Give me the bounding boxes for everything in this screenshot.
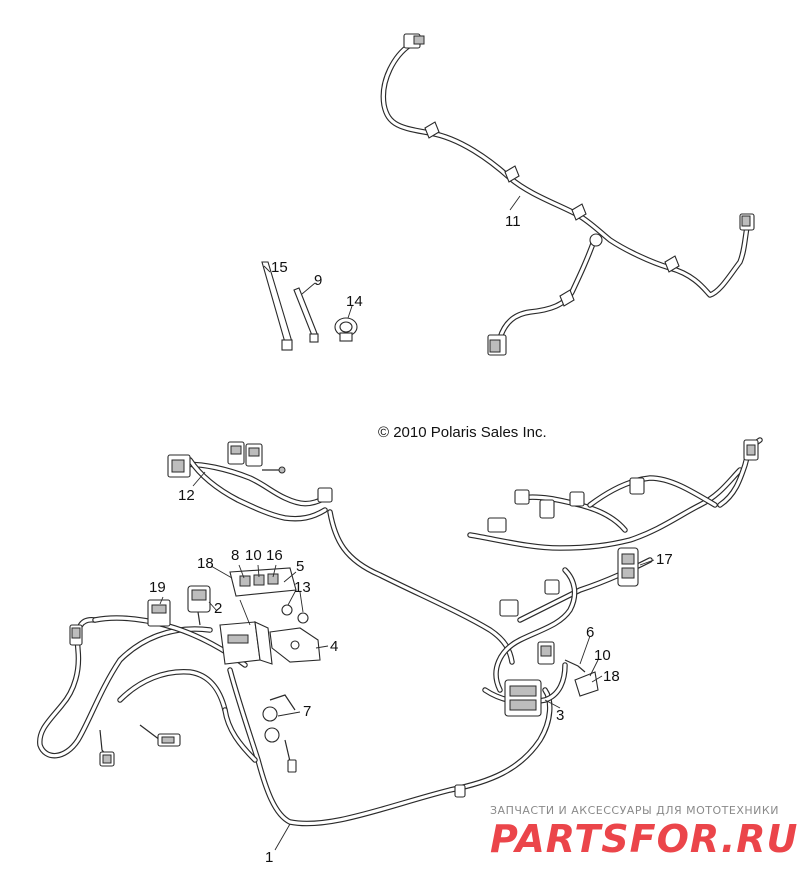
cable-tie-9 (293, 287, 319, 343)
callout-19: 19 (149, 579, 166, 596)
callout-12: 12 (178, 487, 195, 504)
callout-17: 17 (656, 551, 673, 568)
callout-10-fusebox: 10 (245, 547, 262, 564)
callout-10-right: 10 (594, 647, 611, 664)
watermark-brand: PARTSFOR.RU (490, 817, 798, 861)
callout-16: 16 (266, 547, 283, 564)
fuse-box (229, 567, 297, 597)
callout-14: 14 (346, 293, 363, 310)
bracket-4 (269, 627, 321, 663)
callout-labels: 1 2 3 4 5 6 7 8 9 10 10 11 12 13 14 15 1… (149, 213, 673, 866)
part-2 (187, 585, 211, 626)
callout-3: 3 (556, 707, 564, 724)
callout-13: 13 (294, 579, 311, 596)
cable-link (327, 509, 515, 665)
callout-9: 9 (314, 272, 322, 289)
callout-8: 8 (231, 547, 239, 564)
watermark-tagline: ЗАПЧАСТИ И АКСЕССУАРЫ ДЛЯ МОТОТЕХНИКИ (490, 804, 779, 817)
copyright-notice: © 2010 Polaris Sales Inc. (378, 424, 547, 441)
leader-lines (159, 195, 655, 851)
harness-12 (167, 441, 333, 522)
part-19 (147, 599, 171, 627)
callout-18-right: 18 (603, 668, 620, 685)
callout-5: 5 (296, 558, 304, 575)
clamp-14 (334, 317, 358, 342)
callout-15: 15 (271, 259, 288, 276)
callout-18-fusebox: 18 (197, 555, 214, 572)
callout-4: 4 (330, 638, 338, 655)
callout-11: 11 (505, 213, 521, 230)
callout-2: 2 (214, 600, 222, 617)
harness-3 (467, 437, 763, 717)
cable-tie-15 (261, 261, 293, 351)
callout-7: 7 (303, 703, 311, 720)
harness-11 (380, 33, 755, 356)
callout-6: 6 (586, 624, 594, 641)
control-module (219, 621, 273, 665)
watermark: ЗАПЧАСТИ И АКСЕССУАРЫ ДЛЯ МОТОТЕХНИКИ PA… (490, 804, 798, 861)
callout-1: 1 (265, 849, 273, 866)
bolts-13 (281, 604, 309, 624)
